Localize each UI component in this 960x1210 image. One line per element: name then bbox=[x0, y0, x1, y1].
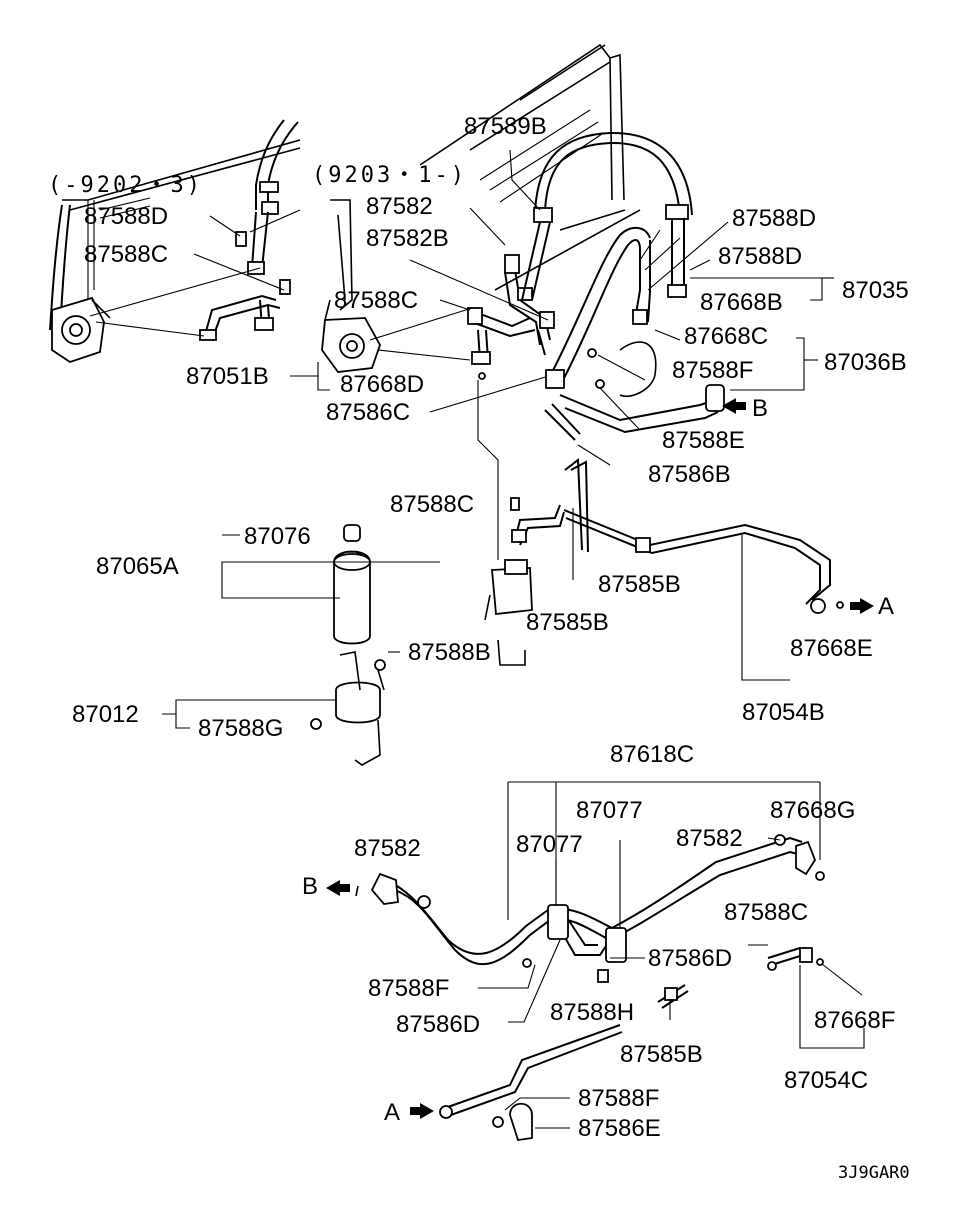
label-87035: 87035 bbox=[842, 277, 909, 304]
label-87065A: 87065A bbox=[96, 553, 179, 580]
label-87588F-b: 87588F bbox=[368, 975, 449, 1002]
arrow-B-bottom bbox=[326, 880, 359, 897]
label-87588C-left: 87588C bbox=[84, 241, 168, 268]
label-87588D-left: 87588D bbox=[84, 203, 168, 230]
drawing-code: 3J9GAR0 bbox=[838, 1163, 910, 1183]
arrow-B-top bbox=[722, 398, 746, 414]
label-87036B: 87036B bbox=[824, 349, 907, 376]
label-87588C-bottom-right: 87588C bbox=[724, 899, 808, 926]
bracket-87012 bbox=[310, 651, 386, 766]
label-87586B: 87586B bbox=[648, 461, 731, 488]
label-87582-bottom-right: 87582 bbox=[676, 825, 743, 852]
label-87054C: 87054C bbox=[784, 1067, 868, 1094]
hose-87036B bbox=[544, 226, 725, 466]
label-87586C: 87586C bbox=[326, 399, 410, 426]
label-87012: 87012 bbox=[72, 701, 139, 728]
pipe-to-A-bottom bbox=[439, 984, 689, 1119]
label-87582-top: 87582 bbox=[366, 193, 433, 220]
label-87588D-r2: 87588D bbox=[718, 243, 802, 270]
label-87588F-top: 87588F bbox=[672, 357, 753, 384]
label-87588C-mid: 87588C bbox=[334, 287, 418, 314]
label-87618C: 87618C bbox=[610, 741, 694, 768]
label-arrow-B-bottom: B bbox=[302, 873, 318, 900]
label-87586D-a: 87586D bbox=[648, 945, 732, 972]
note-before: (-9202・3) bbox=[48, 173, 203, 198]
label-87586E: 87586E bbox=[578, 1115, 661, 1142]
label-87076: 87076 bbox=[244, 523, 311, 550]
condenser-panel-left bbox=[49, 139, 301, 331]
label-87586D-b: 87586D bbox=[396, 1011, 480, 1038]
label-87588D-r1: 87588D bbox=[732, 205, 816, 232]
condenser-panel-main bbox=[419, 43, 641, 291]
compressor-left bbox=[51, 296, 111, 363]
label-87077-a: 87077 bbox=[576, 797, 643, 824]
label-87588G: 87588G bbox=[198, 715, 283, 742]
compressor-main bbox=[321, 199, 381, 373]
label-arrow-A-top: A bbox=[878, 593, 894, 620]
label-87668E: 87668E bbox=[790, 635, 873, 662]
label-87588E: 87588E bbox=[662, 427, 745, 454]
label-87668D: 87668D bbox=[340, 371, 424, 398]
label-87588B: 87588B bbox=[408, 639, 491, 666]
label-87582B: 87582B bbox=[366, 225, 449, 252]
hose-87589B bbox=[521, 131, 693, 301]
hose-left bbox=[89, 119, 301, 341]
label-87588H: 87588H bbox=[550, 999, 634, 1026]
clamp-87586E bbox=[492, 1097, 570, 1141]
label-87585B-b: 87585B bbox=[526, 609, 609, 636]
label-arrow-A-bottom: A bbox=[384, 1099, 400, 1126]
receiver-drier-exploded bbox=[333, 524, 371, 645]
label-87588C-receiver: 87588C bbox=[390, 491, 474, 518]
pipe-87054C bbox=[748, 944, 865, 1049]
label-87051B: 87051B bbox=[186, 363, 269, 390]
label-87054B: 87054B bbox=[742, 699, 825, 726]
label-87588F-c: 87588F bbox=[578, 1085, 659, 1112]
label-87585B-a: 87585B bbox=[598, 571, 681, 598]
arrow-A-top bbox=[850, 598, 874, 614]
label-87668C: 87668C bbox=[684, 323, 768, 350]
arrow-A-bottom bbox=[410, 1103, 434, 1119]
label-arrow-B-top: B bbox=[752, 395, 768, 422]
note-after: (9203・1-) bbox=[312, 163, 467, 188]
label-87582-bottom-left: 87582 bbox=[354, 835, 421, 862]
label-87668B: 87668B bbox=[700, 289, 783, 316]
pipe-87618C bbox=[370, 781, 825, 1023]
label-87585B-c: 87585B bbox=[620, 1041, 703, 1068]
label-87077-b: 87077 bbox=[516, 831, 583, 858]
pipe-87054B bbox=[563, 458, 844, 681]
label-87668F: 87668F bbox=[814, 1007, 895, 1034]
label-87668G: 87668G bbox=[770, 797, 855, 824]
hose-mid bbox=[369, 207, 555, 560]
leader-lines bbox=[162, 149, 834, 729]
label-87589B: 87589B bbox=[464, 113, 547, 140]
receiver-drier-installed bbox=[484, 497, 565, 666]
